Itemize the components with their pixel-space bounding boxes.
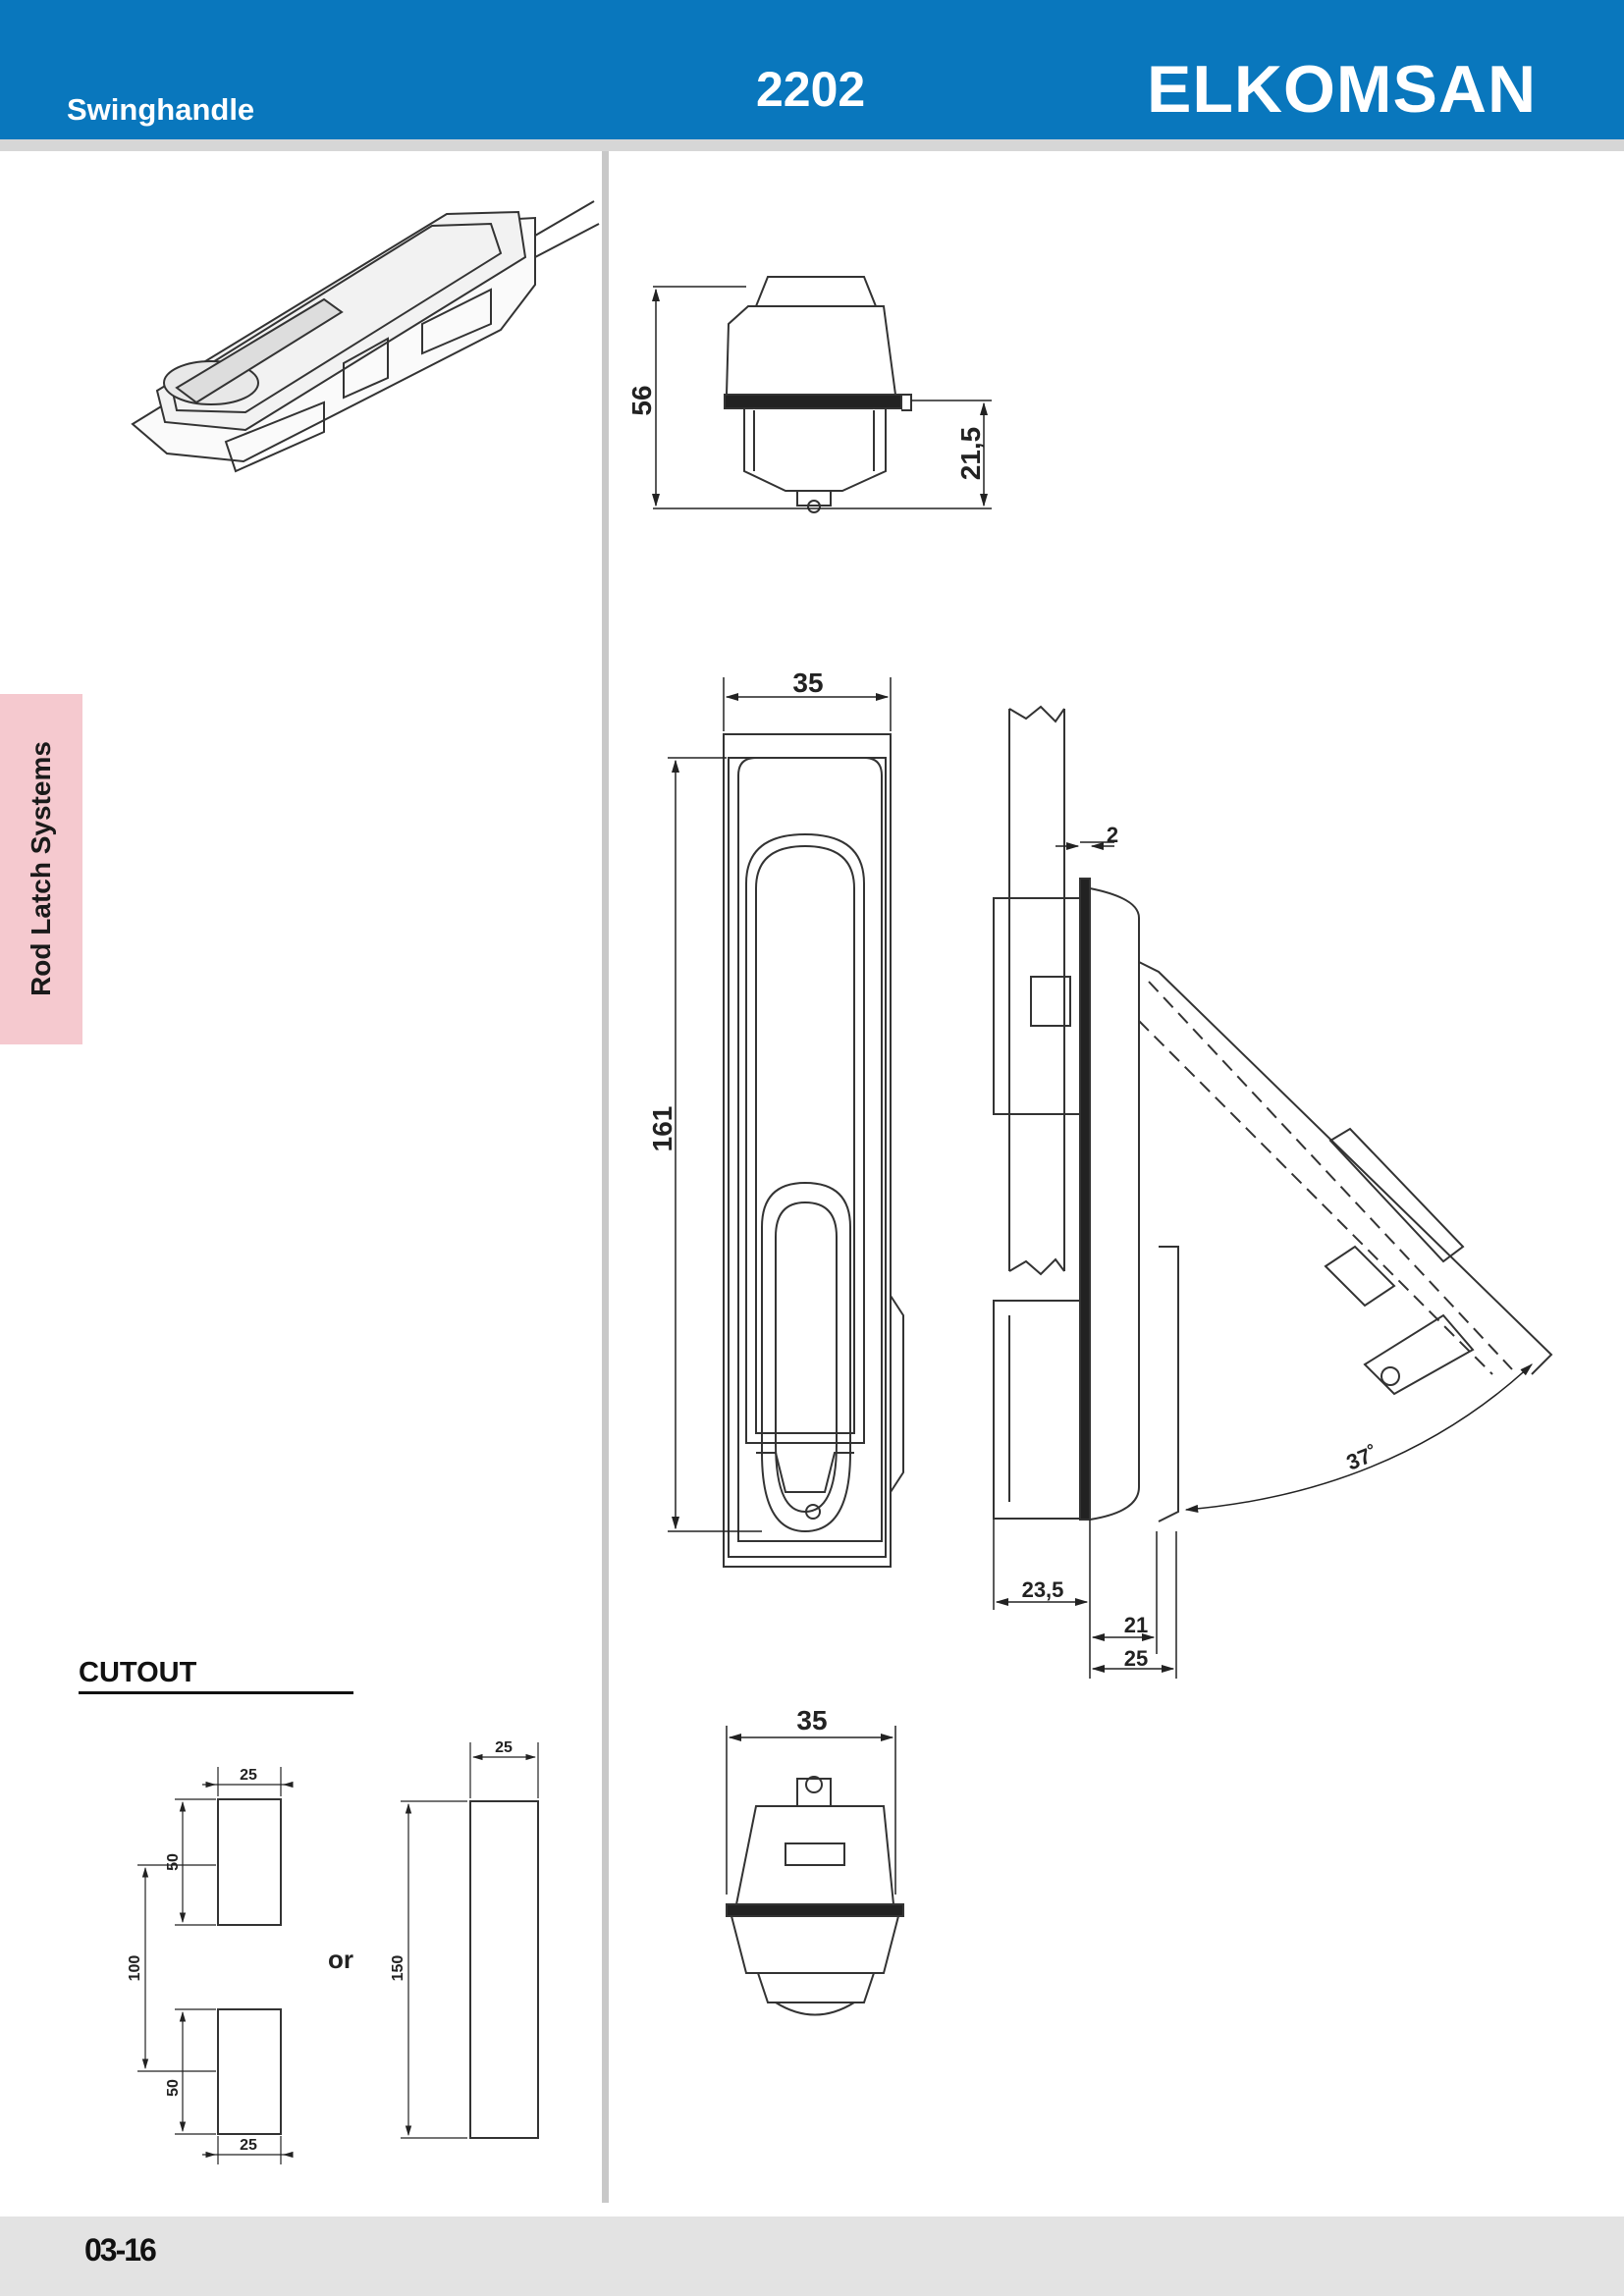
cutout-b-width: 25 — [495, 1739, 513, 1756]
dim-side-thickness: 2 — [1107, 823, 1118, 847]
column-divider — [602, 151, 609, 2203]
dim-swing-angle: 37˚ — [1343, 1441, 1381, 1475]
side-view-drawing — [993, 705, 1553, 1522]
bottom-view-drawing — [726, 1776, 904, 2016]
top-view-dimensions — [651, 286, 992, 509]
cutout-title: CUTOUT — [79, 1657, 197, 1688]
dim-top-height: 56 — [626, 385, 657, 415]
model-code: 2202 — [756, 62, 866, 117]
isometric-handle-view — [131, 200, 600, 473]
cutout-a-top-width: 25 — [240, 1767, 257, 1784]
cutout-a-slot-height: 50 — [165, 1853, 182, 1871]
cutout-a-spacing: 100 — [127, 1955, 143, 1982]
dim-front-width: 35 — [792, 667, 823, 698]
dim-front-height: 161 — [647, 1106, 677, 1152]
section-tab[interactable]: Rod Latch Systems — [0, 694, 82, 1044]
dim-side-a: 21 — [1124, 1613, 1148, 1637]
cutout-or-label: or — [328, 1945, 353, 1974]
side-view-dimensions — [993, 841, 1533, 1679]
cutout-option-a-dimensions — [137, 1767, 294, 2164]
front-view-dimensions — [668, 677, 892, 1532]
top-view-drawing — [724, 276, 912, 513]
bottom-view-dimensions — [726, 1726, 896, 1895]
dim-side-b: 25 — [1124, 1646, 1148, 1671]
brand-logo: ELKOMSAN — [1147, 52, 1538, 127]
dim-side-depth: 23,5 — [1022, 1577, 1064, 1602]
cutout-a-bottom-height: 50 — [165, 2079, 182, 2097]
cutout-underline — [79, 1691, 353, 1694]
cutout-option-b — [469, 1800, 539, 2139]
header-bar — [0, 0, 1624, 139]
product-type: Swinghandle — [67, 92, 255, 127]
cutout-option-b-dimensions — [401, 1742, 539, 2139]
header-rule — [0, 139, 1624, 151]
cutout-option-a — [217, 1798, 282, 2135]
dim-bottom-width: 35 — [796, 1705, 827, 1735]
footer-bar — [0, 2216, 1624, 2296]
cutout-a-bottom-width: 25 — [240, 2137, 257, 2154]
cutout-b-height: 150 — [390, 1955, 406, 1982]
dim-top-base: 21,5 — [955, 427, 986, 481]
page-number: 03-16 — [84, 2232, 157, 2268]
front-view-drawing — [723, 733, 904, 1568]
